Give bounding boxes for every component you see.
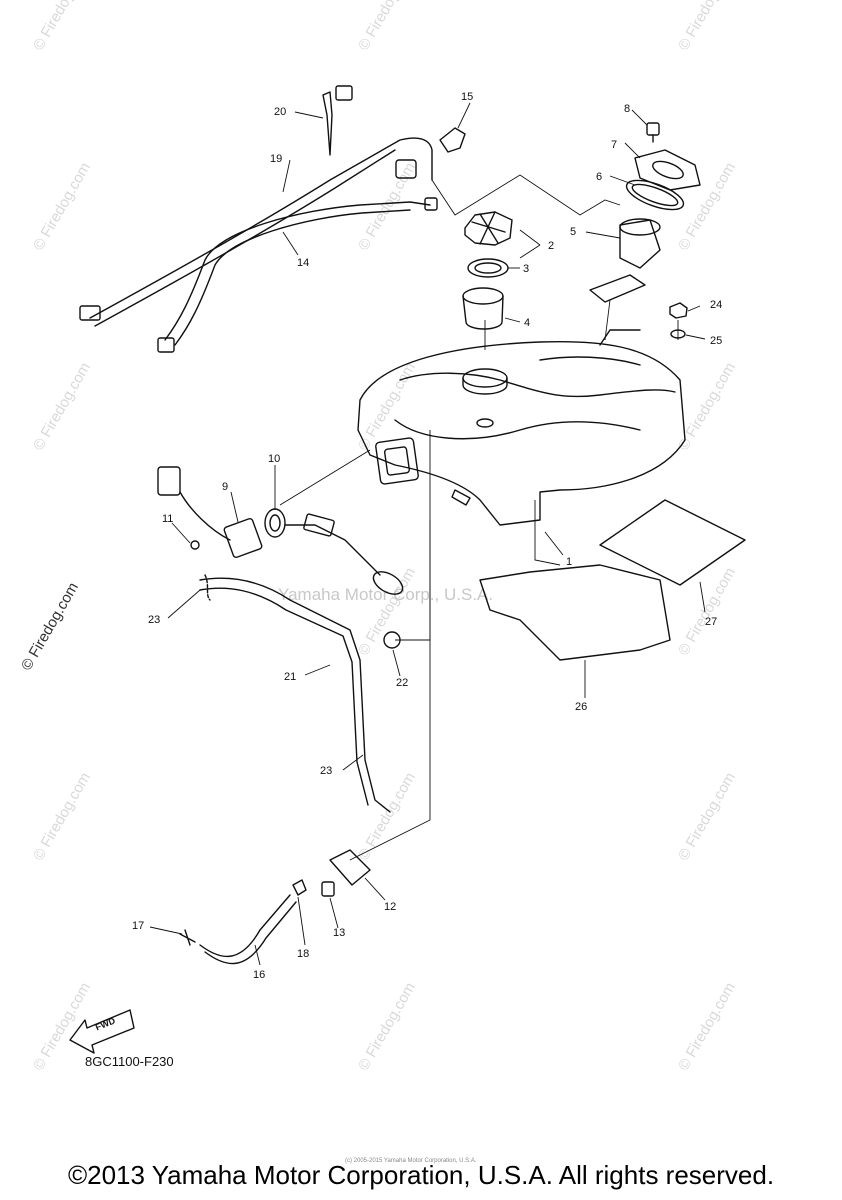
vent-hose	[164, 201, 431, 341]
fuel-cock	[329, 849, 371, 886]
callout-24: 24	[710, 299, 722, 311]
tiny-notice: (c) 2005-2015 Yamaha Motor Corporation, …	[345, 1158, 477, 1164]
callout-25: 25	[710, 335, 722, 347]
callout-7: 7	[611, 139, 617, 151]
fuel-sender	[223, 517, 263, 559]
pump-plate	[634, 149, 701, 191]
watermark-center: Yamaha Motor Corp., U.S.A.	[278, 585, 494, 604]
callout-19: 19	[270, 153, 282, 165]
callout-3: 3	[523, 263, 529, 275]
breather-hose	[89, 137, 433, 319]
callout-15: 15	[461, 91, 473, 103]
diagram-code: 8GC1100-F230	[85, 1054, 174, 1069]
callout-20: 20	[274, 106, 286, 118]
callout-21: 21	[284, 671, 296, 683]
callout-9: 9	[222, 481, 228, 493]
lower-hose	[199, 894, 291, 957]
callout-11: 11	[162, 513, 173, 525]
callout-26: 26	[575, 701, 587, 713]
callout-2: 2	[548, 240, 554, 252]
callout-12: 12	[384, 901, 396, 913]
fuel-tank	[357, 340, 686, 526]
callout-16: 16	[253, 969, 265, 981]
copyright-footer: ©2013 Yamaha Motor Corporation, U.S.A. A…	[67, 1160, 775, 1190]
callout-18: 18	[297, 948, 309, 960]
callout-1: 1	[566, 556, 572, 568]
callout-10: 10	[268, 453, 280, 465]
callout-23b: 23	[320, 765, 332, 777]
callout-5: 5	[570, 226, 576, 238]
side-cover	[479, 564, 671, 661]
callout-8: 8	[624, 103, 630, 115]
fuel-cap	[464, 211, 513, 246]
wire-clip	[322, 91, 333, 156]
callout-13: 13	[333, 927, 345, 939]
fwd-arrow-icon	[69, 1009, 135, 1054]
callout-6: 6	[596, 171, 602, 183]
callout-14: 14	[297, 257, 309, 269]
callout-17: 17	[132, 920, 144, 932]
drain-hose	[199, 577, 391, 813]
callout-22: 22	[396, 677, 408, 689]
fuel-pump	[619, 219, 661, 269]
tank-pad	[599, 499, 746, 586]
callout-27: 27	[705, 616, 717, 628]
callout-4: 4	[524, 317, 530, 329]
callout-23: 23	[148, 614, 160, 626]
